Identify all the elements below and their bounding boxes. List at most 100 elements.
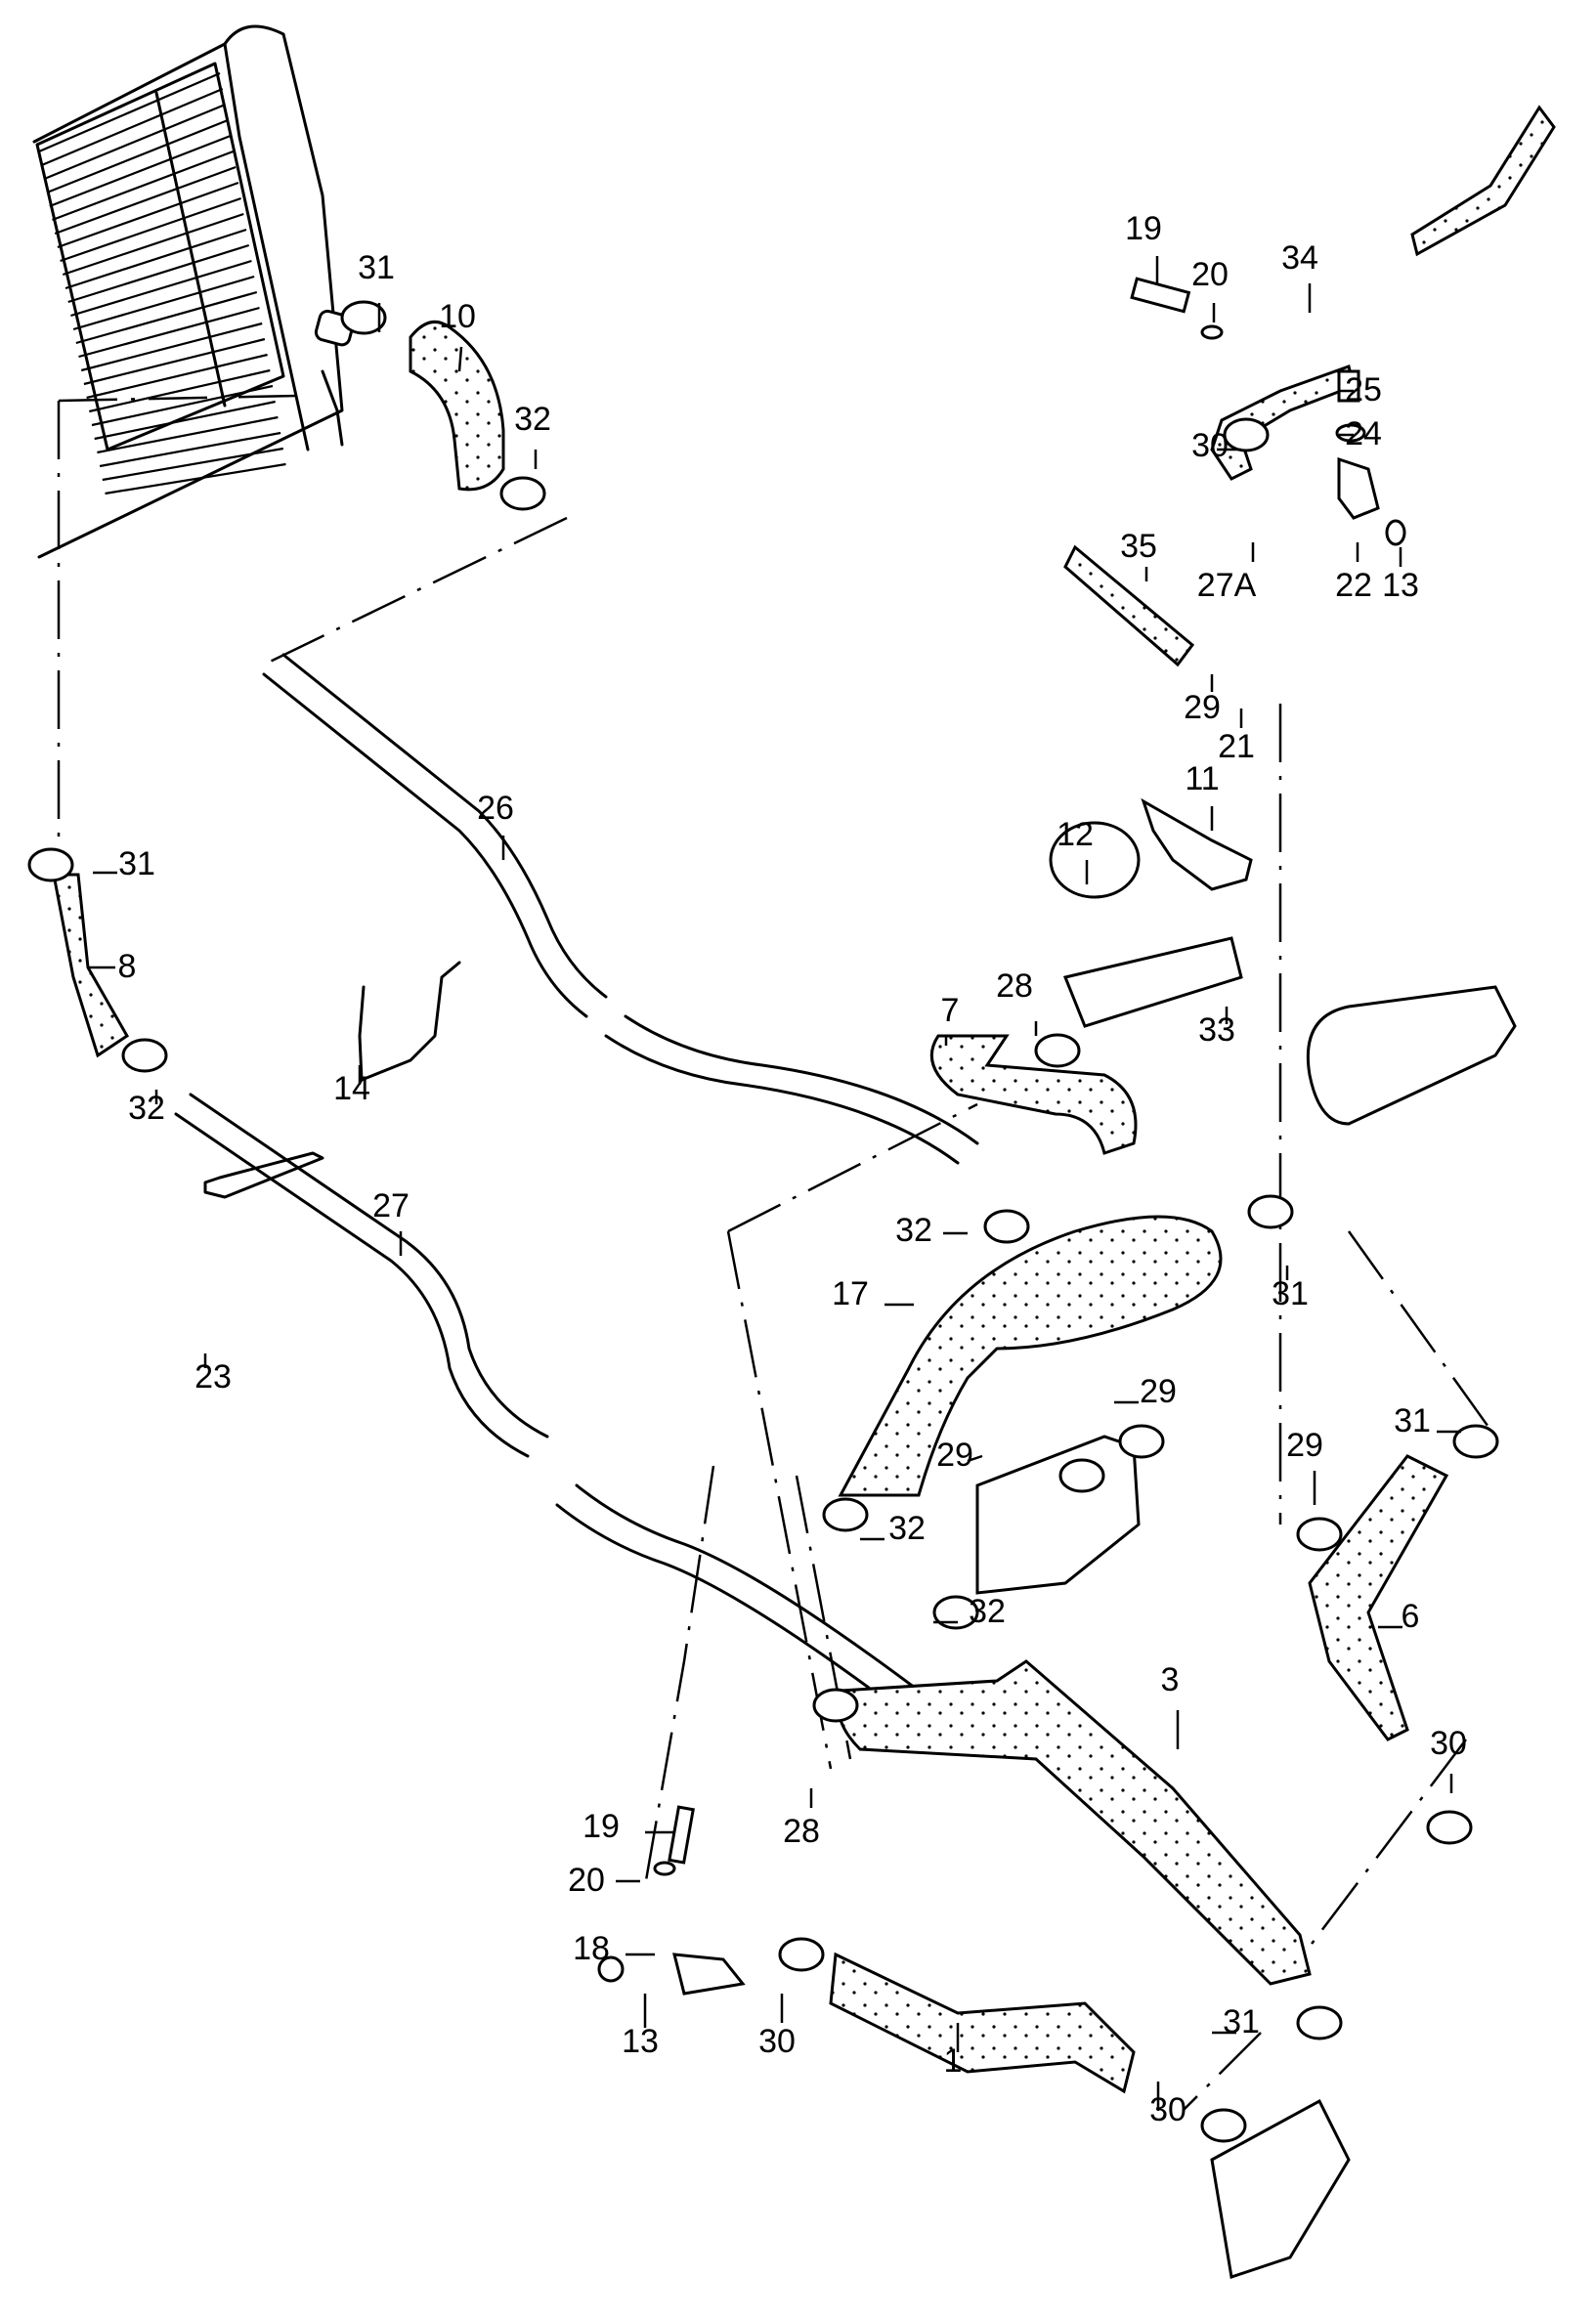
callout-label-23: 23	[194, 1358, 232, 1396]
wire-clip-14	[358, 961, 461, 1082]
callout-label-30: 30	[1191, 427, 1229, 464]
callout-label-24: 24	[1345, 415, 1382, 452]
radiator-fin	[105, 462, 286, 495]
callout-label-29: 29	[1286, 1427, 1323, 1464]
radiator-fin	[70, 259, 252, 318]
callout-label-32: 32	[969, 1593, 1006, 1630]
callout-label-8: 8	[118, 948, 137, 985]
callout-label-28: 28	[996, 967, 1033, 1005]
callout-label-30: 30	[758, 2023, 796, 2060]
callout-label-30: 30	[1149, 2091, 1186, 2128]
auxiliary-pump-body	[975, 1435, 1141, 1595]
radiator-fin	[60, 196, 241, 263]
hose-clamp	[1223, 417, 1270, 452]
callout-label-18: 18	[573, 1930, 610, 1967]
radiator-fin	[57, 181, 239, 249]
radiator-fin	[99, 431, 281, 468]
radiator-fin	[94, 400, 276, 441]
pump-33	[1062, 936, 1243, 1028]
hose-clamp	[340, 300, 387, 335]
callout-label-30: 30	[1430, 1725, 1467, 1762]
pipe-27	[174, 1093, 549, 1458]
radiator-fin	[38, 71, 221, 153]
radiator-fin	[54, 165, 237, 236]
bolt-25	[1337, 369, 1360, 403]
callout-label-29: 29	[1184, 689, 1221, 726]
callout-label-31: 31	[1394, 1402, 1431, 1439]
callout-label-34: 34	[1281, 239, 1318, 277]
hose-1	[829, 1952, 1136, 2094]
hose-clamp	[1034, 1033, 1081, 1068]
callout-label-19: 19	[1125, 210, 1162, 247]
radiator-fin	[97, 415, 279, 454]
radiator-fin	[46, 118, 229, 194]
callout-label-19: 19	[582, 1808, 620, 1845]
hose-10	[409, 320, 505, 492]
callout-label-20: 20	[1191, 256, 1229, 293]
callout-label-26: 26	[477, 790, 514, 827]
callout-leader	[967, 1454, 983, 1463]
seal-13-bottom	[597, 1955, 625, 1983]
hose-clamp	[812, 1688, 859, 1723]
callout-label-21: 21	[1218, 728, 1255, 765]
callout-label-32: 32	[128, 1090, 165, 1127]
hose-clamp	[27, 847, 74, 882]
callout-label-1: 1	[944, 2042, 963, 2080]
callout-label-29: 29	[1140, 1373, 1177, 1410]
callout-label-28: 28	[783, 1813, 820, 1850]
hose-8	[52, 873, 129, 1058]
valve-12	[1049, 821, 1141, 899]
radiator-fin	[41, 87, 224, 167]
callout-label-32: 32	[895, 1212, 932, 1249]
flange-18	[672, 1953, 746, 1996]
radiator-fin	[43, 103, 226, 181]
callout-label-7: 7	[941, 992, 960, 1029]
hose-clamp	[1247, 1194, 1294, 1229]
hose-clamp	[1426, 1810, 1473, 1845]
hose-17	[838, 1215, 1223, 1497]
callout-label-22: 22	[1335, 567, 1372, 604]
radiator-fin	[83, 337, 266, 386]
hose-clamp	[1200, 2108, 1247, 2143]
hose-35	[1063, 544, 1195, 667]
radiator	[32, 24, 355, 559]
hose-clamp	[1296, 2005, 1343, 2040]
radiator-fin	[75, 290, 258, 345]
washer-20-bottom	[653, 1861, 676, 1876]
assembly-lines	[57, 394, 1497, 2112]
hose-3	[837, 1659, 1312, 1986]
callout-label-20: 20	[568, 1862, 605, 1899]
radiator-fin	[49, 134, 232, 208]
callout-label-31: 31	[358, 249, 395, 286]
hose-clamp	[932, 1595, 979, 1630]
hose-clamp	[778, 1937, 825, 1972]
hose-clamp	[1058, 1458, 1105, 1493]
washer-24	[1335, 423, 1366, 443]
callout-label-27a: 27A	[1197, 567, 1257, 604]
callout-label-12: 12	[1057, 816, 1094, 853]
callout-label-31: 31	[1223, 2003, 1260, 2040]
expansion-tank	[1306, 985, 1517, 1126]
callout-label-29: 29	[936, 1437, 973, 1474]
radiator-fin	[91, 384, 274, 427]
callout-label-17: 17	[832, 1275, 869, 1312]
radiator-fin	[89, 368, 271, 413]
hose-clamp	[1118, 1424, 1165, 1459]
callout-label-3: 3	[1161, 1661, 1180, 1698]
callout-label-31: 31	[1272, 1275, 1309, 1312]
callout-label-13: 13	[622, 2023, 659, 2060]
radiator-fin	[62, 212, 244, 277]
radiator-fin	[67, 243, 250, 304]
tie-23	[203, 1151, 324, 1199]
hose-clamp	[121, 1038, 168, 1073]
radiator-fin	[80, 322, 263, 372]
hose-clamp	[1296, 1517, 1343, 1552]
radiator-fin	[65, 228, 247, 290]
callout-label-33: 33	[1198, 1011, 1235, 1049]
hose-clamp	[822, 1497, 869, 1532]
pump-housing-11	[1141, 797, 1253, 891]
callout-label-31: 31	[118, 845, 155, 882]
hose-7	[929, 1034, 1138, 1155]
callout-label-35: 35	[1120, 528, 1157, 565]
seal-13-top	[1385, 519, 1406, 546]
